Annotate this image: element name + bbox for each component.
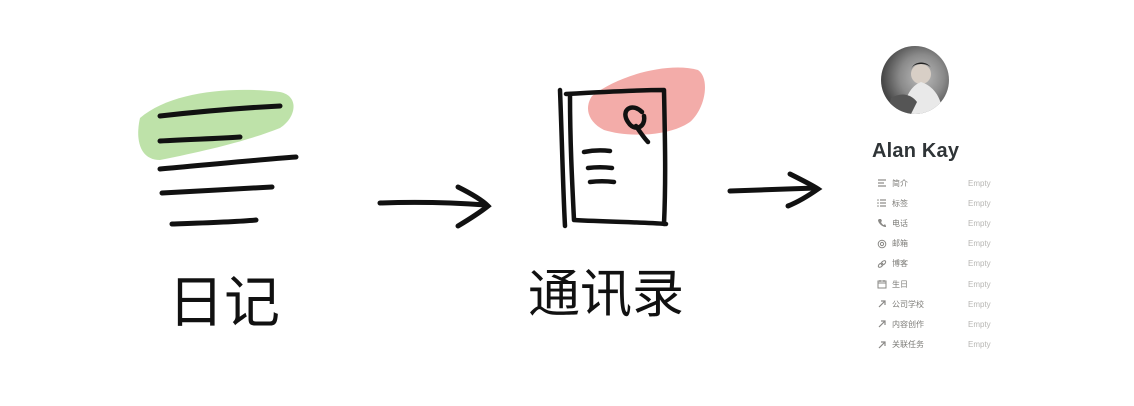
property-value[interactable]: Empty xyxy=(968,340,991,350)
property-label: 生日 xyxy=(892,279,908,289)
property-label: 电话 xyxy=(892,218,908,228)
pink-highlight xyxy=(588,67,705,135)
contacts-icon xyxy=(557,67,705,229)
property-value[interactable]: Empty xyxy=(968,239,991,249)
arrow-icon xyxy=(727,171,823,209)
property-label: 博客 xyxy=(892,259,908,269)
property-row-content-creation[interactable]: 内容创作 Empty xyxy=(872,314,1062,334)
at-sign-icon xyxy=(877,239,887,249)
contact-name: Alan Kay xyxy=(872,140,960,162)
diary-label: 日记 xyxy=(168,271,280,336)
property-label: 内容创作 xyxy=(892,319,924,329)
property-row-company-school[interactable]: 公司学校 Empty xyxy=(872,294,1062,314)
person-photo-icon xyxy=(887,62,943,114)
contacts-label: 通讯录 xyxy=(528,265,684,325)
property-value[interactable]: Empty xyxy=(968,198,991,208)
property-row-birthday[interactable]: 生日 Empty xyxy=(872,274,1062,294)
bullet-list-icon xyxy=(877,198,887,208)
diary-icon xyxy=(138,89,299,227)
property-value[interactable]: Empty xyxy=(968,299,991,309)
property-value[interactable]: Empty xyxy=(968,178,991,188)
arrow-icon xyxy=(377,184,492,229)
relation-arrow-icon xyxy=(877,319,887,329)
property-label: 邮箱 xyxy=(892,239,908,249)
link-icon xyxy=(877,259,887,269)
phone-icon xyxy=(877,218,887,228)
property-value[interactable]: Empty xyxy=(968,259,991,269)
property-label: 标签 xyxy=(892,198,908,208)
property-row-blog[interactable]: 博客 Empty xyxy=(872,254,1062,274)
property-label: 关联任务 xyxy=(892,340,924,350)
property-row-related-tasks[interactable]: 关联任务 Empty xyxy=(872,335,1062,355)
text-lines-icon xyxy=(877,178,887,188)
property-row-email[interactable]: 邮箱 Empty xyxy=(872,234,1062,254)
property-value[interactable]: Empty xyxy=(968,319,991,329)
property-value[interactable]: Empty xyxy=(968,218,991,228)
relation-arrow-icon xyxy=(877,340,887,350)
avatar xyxy=(881,46,949,114)
property-row-intro[interactable]: 简介 Empty xyxy=(872,173,1062,193)
green-highlight xyxy=(138,89,294,160)
property-row-tags[interactable]: 标签 Empty xyxy=(872,193,1062,213)
property-label: 简介 xyxy=(892,178,908,188)
relation-arrow-icon xyxy=(877,299,887,309)
property-row-phone[interactable]: 电话 Empty xyxy=(872,213,1062,233)
property-value[interactable]: Empty xyxy=(968,279,991,289)
contact-profile-card: Alan Kay 简介 Empty 标签 Empty 电话 Empty xyxy=(872,46,1062,355)
calendar-icon xyxy=(877,279,887,289)
property-list: 简介 Empty 标签 Empty 电话 Empty 邮箱 Empty xyxy=(872,173,1062,355)
property-label: 公司学校 xyxy=(892,299,924,309)
